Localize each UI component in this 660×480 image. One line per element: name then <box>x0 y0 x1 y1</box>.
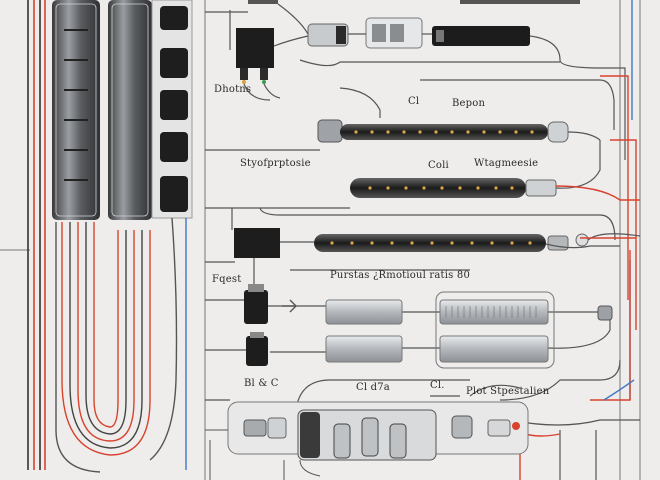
top-routing-wires <box>205 3 626 160</box>
mid-relay-module <box>234 228 280 258</box>
left-wire-bundle <box>27 0 46 470</box>
relay-column <box>151 0 193 219</box>
label-dhotns: Dhotns <box>214 84 252 95</box>
top-connectors <box>248 0 580 49</box>
label-cl-d7a: Cl d7a <box>356 382 390 393</box>
switch-modules <box>244 284 297 366</box>
label-coli: Coli <box>428 160 449 171</box>
bottom-red-wires <box>511 250 631 480</box>
led-bar-2 <box>350 178 557 198</box>
mid-red-wires <box>555 185 640 239</box>
label-bepon: Bepon <box>452 98 486 109</box>
mid-routing-wires <box>205 131 641 353</box>
label-bl-c: Bl & C <box>244 378 279 389</box>
bottom-blue-wires <box>603 379 635 401</box>
top-red-wires <box>600 75 637 330</box>
label-cl: Cl <box>408 96 420 107</box>
looping-cables <box>55 217 187 473</box>
label-styofprptosie: Styofprptosie <box>240 158 311 169</box>
top-relay-module <box>236 28 274 84</box>
bottom-left-wires <box>205 429 321 480</box>
glass-tubes <box>325 291 613 369</box>
label-wtagmeesie: Wtagmeesie <box>474 158 539 169</box>
label-cl-dot: Cl. <box>430 380 445 391</box>
component-bank-1 <box>52 0 100 220</box>
component-bank-2 <box>108 0 152 220</box>
label-purstas: Purstas ¿Rmotioul ratis 80 <box>330 270 471 281</box>
label-fqest: Fqest <box>212 274 242 285</box>
label-plot-stpestalien: Plot Stpestalien <box>466 386 550 397</box>
bottom-connector-panel <box>227 401 529 461</box>
led-bar-1 <box>317 119 569 143</box>
led-bar-3 <box>314 233 589 252</box>
